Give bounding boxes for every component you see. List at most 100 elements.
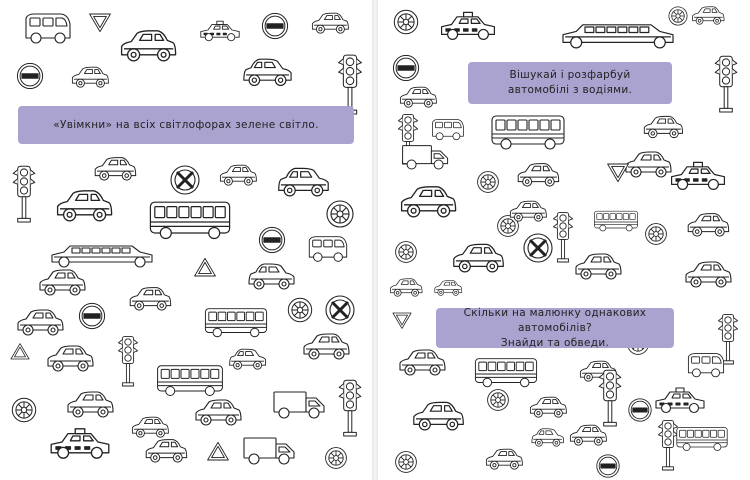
yield-sign-icon [10,343,30,360]
right-bottom-instruction-line2: Знайди та обведи. [500,336,610,349]
no-stopping-sign-icon [523,233,553,263]
car-icon [517,163,560,187]
car-icon [17,309,64,336]
right-page-artwork [390,6,739,478]
car-icon [685,261,732,288]
wheel-icon [645,223,667,245]
car-icon [434,280,463,296]
truck-icon [273,391,325,419]
taxi-icon [655,387,705,414]
right-page: Вішукай і розфарбуй автомобілі з водіями… [378,0,750,480]
bus-icon [474,358,538,388]
car-icon [248,263,295,290]
truck-icon [243,437,295,465]
traffic-light-icon [714,55,738,113]
bus-icon [594,210,638,232]
car-icon [56,190,113,222]
car-icon [129,287,172,311]
right-bottom-instruction-banner: Скільки на малюнку однакових автомобілів… [436,306,674,349]
car-icon [643,115,684,139]
car-icon [625,151,672,178]
no-entry-sign-icon [596,454,620,478]
car-icon [453,243,504,273]
car-icon [47,345,94,372]
traffic-light-icon [657,419,679,471]
right-bottom-instruction-line1: Скільки на малюнку однакових автомобілів… [463,306,647,334]
wheel-icon [497,215,519,237]
van-icon [687,353,725,378]
traffic-light-icon [338,379,362,437]
yield-sign-icon [607,163,629,183]
traffic-light-icon [552,211,574,263]
car-icon [94,157,137,181]
yield-sign-icon [207,441,229,461]
wheel-icon [395,241,417,263]
no-stopping-sign-icon [170,165,200,195]
car-icon [509,200,547,222]
car-icon [120,30,177,62]
traffic-light-icon [117,335,139,387]
car-icon [529,396,567,418]
car-icon [569,424,607,446]
car-icon [131,416,169,438]
car-icon [692,6,725,25]
right-top-instruction-line1: Вішукай і розфарбуй [509,69,631,81]
car-icon [219,164,257,186]
bus-icon [157,365,223,396]
truck-icon [402,145,449,170]
left-instruction-text: «Увімкни» на всіх світлофорах зелене сві… [53,118,319,131]
no-entry-sign-icon [628,398,652,422]
car-icon [67,391,114,418]
car-icon [278,167,329,197]
car-icon [687,213,730,237]
taxi-icon [670,161,726,190]
taxi-icon [200,20,240,42]
no-entry-sign-icon [16,62,44,90]
wheel-icon [395,451,417,473]
no-entry-sign-icon [261,12,289,40]
van-icon [25,13,71,44]
car-icon [413,401,464,431]
car-icon [243,58,292,87]
traffic-light-icon [12,165,36,223]
wheel-icon [325,447,347,469]
van-icon [308,236,348,262]
no-entry-sign-icon [392,54,420,82]
yield-sign-icon [89,13,111,33]
car-icon [229,348,267,370]
left-page-artwork [10,12,362,469]
wheel-icon [11,397,37,423]
right-top-instruction-line2: автомобілі з водіями. [507,84,633,96]
wheel-icon [668,6,688,26]
left-page: «Увімкни» на всіх світлофорах зелене сві… [0,0,372,480]
car-icon [575,253,622,280]
right-top-instruction-banner: Вішукай і розфарбуй автомобілі з водіями… [468,62,672,104]
car-icon [145,439,188,463]
yield-sign-icon [392,312,412,329]
no-stopping-sign-icon [325,295,355,325]
traffic-light-icon [598,369,622,427]
car-icon [485,448,523,470]
car-icon [71,66,109,88]
taxi-icon [50,428,110,459]
bus-icon [676,427,728,451]
car-icon [311,12,349,34]
traffic-light-icon [338,54,362,115]
limousine-icon [562,24,674,49]
car-icon [39,269,86,296]
car-icon [195,399,242,426]
car-icon [400,186,457,218]
limousine-icon [51,245,153,268]
book-gutter [372,0,378,480]
wheel-icon [393,9,419,35]
wheel-icon [326,200,354,228]
car-icon [390,278,423,297]
bus-icon [491,115,565,150]
traffic-light-icon [717,313,739,365]
car-icon [303,333,350,360]
car-icon [399,349,446,376]
yield-sign-icon [194,257,216,277]
wheel-icon [287,297,313,323]
car-icon [399,86,437,108]
